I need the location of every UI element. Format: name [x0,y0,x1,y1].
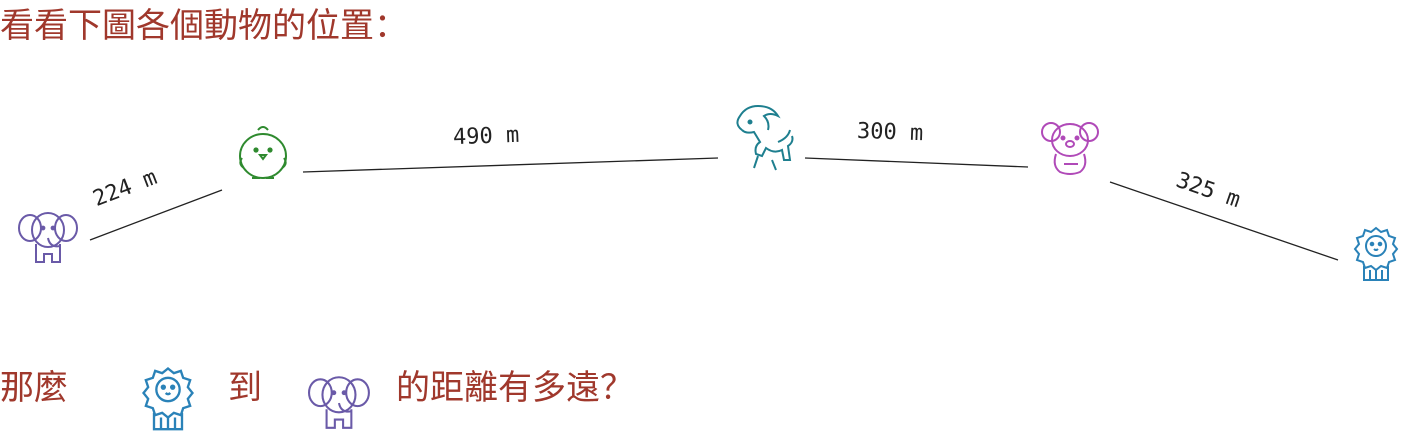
line-horse-koala [804,157,1029,168]
lion-icon [1353,226,1399,281]
line-koala-lion [1109,181,1339,261]
question-middle: 到 [228,368,262,408]
question-suffix: 的距離有多遠？ [396,368,634,408]
elephant-icon [308,376,370,429]
page-title: 看看下圖各個動物的位置： [0,6,408,46]
question-prefix: 那麼 [0,368,68,408]
line-chick-horse [302,157,719,173]
lion-icon [142,367,194,431]
horse-icon [736,104,794,171]
line-elephant-chick [89,189,223,241]
koala-icon [1041,122,1099,175]
distance-label-chick-horse: 490 m [452,122,520,151]
distance-label-horse-koala: 300 m [856,118,924,147]
chick-icon [239,126,287,179]
elephant-icon [18,212,78,263]
